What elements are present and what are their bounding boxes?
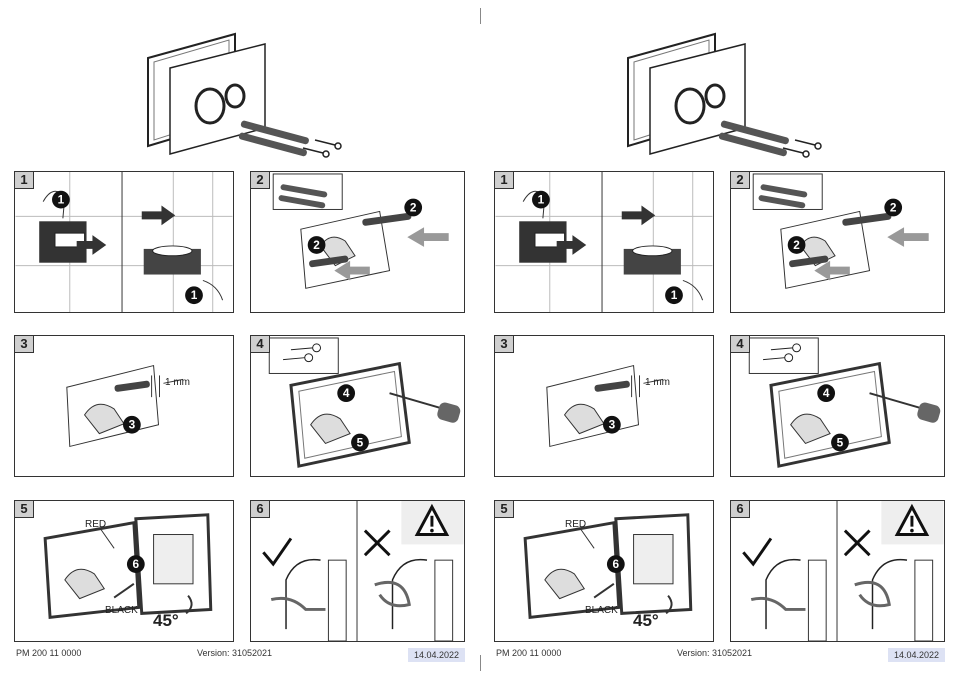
callout-number: 2 xyxy=(410,200,417,214)
step-5-panel: 5 6 RED BLACK 45° xyxy=(494,500,714,642)
screw-icon xyxy=(303,140,341,157)
callout-number: 2 xyxy=(793,238,800,252)
step-number: 2 xyxy=(251,172,270,189)
product-code: PM 200 11 0000 xyxy=(496,648,561,658)
step-2-panel: 2 2 2 xyxy=(730,171,945,313)
callout-number: 1 xyxy=(538,193,545,207)
callout-number: 3 xyxy=(129,418,136,432)
step-3-panel: 3 3 1 mm xyxy=(494,335,714,477)
product-code: PM 200 11 0000 xyxy=(16,648,81,658)
step-1-illustration: 1 1 xyxy=(15,172,233,312)
black-wire-label: BLACK xyxy=(585,605,618,616)
callout-number: 4 xyxy=(823,386,830,400)
step-1-panel: 1 xyxy=(14,171,234,313)
check-mark-icon xyxy=(263,538,291,564)
step-3-illustration: 3 xyxy=(15,336,233,476)
step-5-illustration: 6 xyxy=(495,501,713,641)
step-number: 4 xyxy=(251,336,270,353)
callout-number: 1 xyxy=(671,288,678,302)
step-6-panel: 6 xyxy=(250,500,465,642)
callout-number: 4 xyxy=(343,386,350,400)
step-6-illustration xyxy=(251,501,464,641)
step-5-panel: 5 6 RED BLACK 45° xyxy=(14,500,234,642)
callout-number: 6 xyxy=(133,557,140,571)
wall-plug-icon xyxy=(238,120,309,157)
flush-plate-illustration xyxy=(620,28,830,158)
step-4-illustration: 4 5 xyxy=(731,336,944,476)
black-wire-label: BLACK xyxy=(105,605,138,616)
step-1-panel: 1 xyxy=(494,171,714,313)
measurement-label: 1 mm xyxy=(165,377,190,388)
sponge-icon xyxy=(519,221,681,274)
cross-mark-icon xyxy=(845,531,870,556)
step-number: 1 xyxy=(15,172,34,189)
right-instruction-page: 1 xyxy=(480,0,960,677)
step-3-panel: 3 3 1 mm xyxy=(14,335,234,477)
wall-plug-icon xyxy=(718,120,789,157)
sponge-icon xyxy=(39,221,201,274)
version-label: Version: 31052021 xyxy=(677,648,752,658)
measurement-label: 1 mm xyxy=(645,377,670,388)
red-wire-label: RED xyxy=(565,519,586,530)
step-number: 5 xyxy=(495,501,514,518)
step-number: 6 xyxy=(731,501,750,518)
flush-plate-illustration xyxy=(140,28,350,158)
callout-number: 5 xyxy=(357,435,364,449)
left-instruction-page: 1 xyxy=(0,0,480,677)
step-6-panel: 6 xyxy=(730,500,945,642)
step-6-illustration xyxy=(731,501,944,641)
step-number: 1 xyxy=(495,172,514,189)
cross-mark-icon xyxy=(365,531,390,556)
screw-icon xyxy=(783,140,821,157)
callout-number: 1 xyxy=(58,193,65,207)
date-badge: 14.04.2022 xyxy=(408,648,465,662)
red-wire-label: RED xyxy=(85,519,106,530)
callout-number: 1 xyxy=(191,288,198,302)
callout-number: 6 xyxy=(613,557,620,571)
check-mark-icon xyxy=(743,538,771,564)
step-4-illustration: 4 5 xyxy=(251,336,464,476)
step-1-illustration: 1 1 xyxy=(495,172,713,312)
step-number: 6 xyxy=(251,501,270,518)
callout-number: 2 xyxy=(890,200,897,214)
callout-number: 3 xyxy=(609,418,616,432)
step-number: 4 xyxy=(731,336,750,353)
step-4-panel: 4 4 5 xyxy=(730,335,945,477)
date-badge: 14.04.2022 xyxy=(888,648,945,662)
angle-label: 45° xyxy=(633,611,659,631)
step-2-illustration: 2 2 xyxy=(731,172,944,312)
version-label: Version: 31052021 xyxy=(197,648,272,658)
step-number: 2 xyxy=(731,172,750,189)
step-number: 3 xyxy=(495,336,514,353)
callout-number: 2 xyxy=(313,238,320,252)
angle-label: 45° xyxy=(153,611,179,631)
step-5-illustration: 6 xyxy=(15,501,233,641)
callout-number: 5 xyxy=(837,435,844,449)
step-4-panel: 4 4 5 xyxy=(250,335,465,477)
step-2-illustration: 2 2 xyxy=(251,172,464,312)
step-2-panel: 2 2 2 xyxy=(250,171,465,313)
step-number: 3 xyxy=(15,336,34,353)
step-number: 5 xyxy=(15,501,34,518)
step-3-illustration: 3 xyxy=(495,336,713,476)
